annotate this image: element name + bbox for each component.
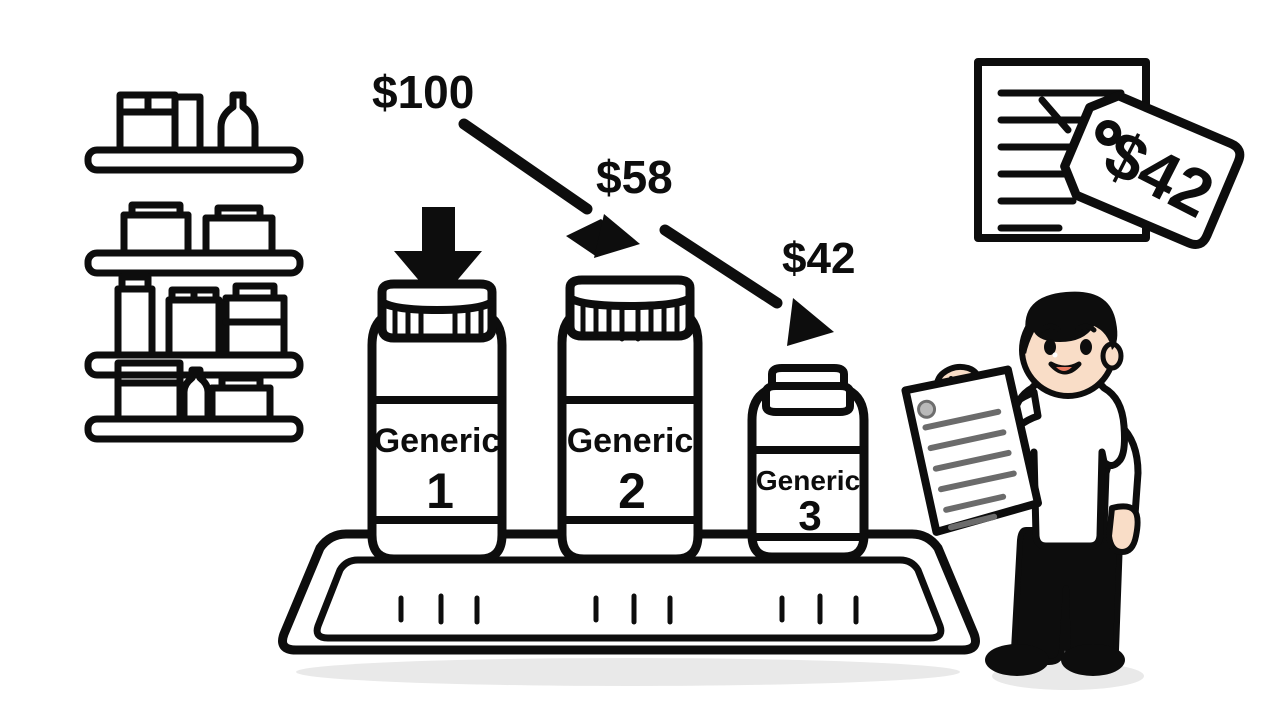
shelf-row-4 (84, 359, 304, 443)
bottle-1-cap-ridges (392, 305, 484, 341)
bottle-generic-1: Generic 1 (367, 279, 507, 564)
person-cheek-dot (1052, 352, 1058, 358)
person-tongue (1056, 367, 1072, 371)
bottle-2-cap-ridges (580, 302, 680, 342)
pharmacy-shelf-icon (84, 91, 304, 443)
price-label-start: $100 (372, 66, 474, 118)
person-eye-left (1044, 339, 1056, 355)
down-arrow-icon (394, 207, 482, 303)
price-label-second: $58 (596, 151, 673, 203)
price-drop-arrow-2-icon (659, 224, 834, 346)
bottle-3-number: 3 (798, 492, 821, 539)
person-pants (1011, 527, 1123, 665)
tray-shadow (296, 658, 960, 686)
clipboard-lines (922, 408, 1017, 531)
bottle-3-brand: Generic (756, 465, 860, 496)
bottle-generic-3: Generic 3 (747, 364, 869, 562)
price-drop-arrow-1-icon (458, 118, 640, 258)
person-hair (1022, 291, 1118, 354)
clipboard-hole-icon (917, 399, 937, 419)
bottle-2-brand: Generic (567, 422, 694, 460)
shelf-row-1 (84, 91, 304, 174)
tray-ticks (398, 593, 859, 625)
price-label-third: $42 (782, 234, 855, 283)
bottle-1-brand: Generic (374, 422, 501, 460)
person-hand-right (1106, 503, 1141, 555)
bottle-1-number: 1 (426, 463, 454, 519)
person-shoe-right (1061, 644, 1125, 676)
person-shoe-left (985, 644, 1049, 676)
bottle-generic-2: Generic 2 (557, 275, 703, 564)
tag-string (1038, 96, 1072, 134)
person-eye-right (1080, 339, 1092, 355)
shelf-row-2 (84, 201, 304, 277)
bottle-tray (278, 529, 980, 655)
clipboard-icon (901, 365, 1042, 536)
bottle-2-number: 2 (618, 463, 646, 519)
price-tag-icon: $42 (1060, 91, 1245, 249)
